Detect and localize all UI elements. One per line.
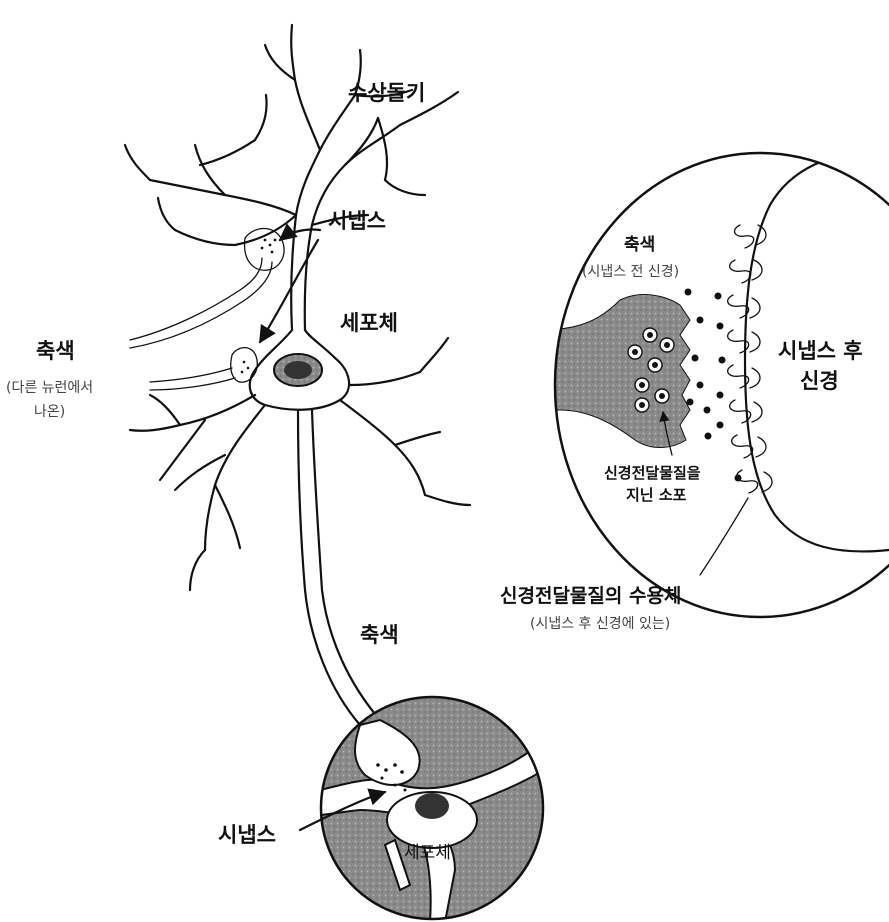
label-receptor: 신경전달물질의 수용체 bbox=[500, 585, 681, 607]
label-synapse-top: 시냅스 bbox=[328, 209, 386, 233]
label-cell-body-bottom: 세포체 bbox=[404, 843, 451, 863]
nucleus-bottom bbox=[415, 793, 449, 819]
incoming-axon-2 bbox=[150, 368, 232, 382]
label-cell-body-top: 세포체 bbox=[340, 311, 398, 335]
label-vesicle-1: 신경전달물질을 bbox=[604, 464, 701, 482]
synapse-arrow-2 bbox=[260, 240, 318, 342]
label-receptor-sub: (시냅스 후 신경에 있는) bbox=[530, 616, 670, 632]
label-axon-bottom: 축색 bbox=[360, 623, 399, 647]
label-post-neuron-1: 시냅스 후 bbox=[778, 339, 863, 363]
label-synapse-bottom: 시냅스 bbox=[218, 823, 276, 847]
label-vesicle-2: 지닌 소포 bbox=[626, 486, 687, 504]
label-axon-left: 축색 bbox=[36, 339, 75, 363]
synaptic-bouton-2 bbox=[231, 348, 258, 383]
label-post-neuron-2: 신경 bbox=[800, 369, 839, 393]
label-dendrite: 수상돌기 bbox=[348, 81, 425, 105]
label-axon-left-sub1: (다른 뉴런에서 bbox=[6, 380, 93, 396]
label-axon-zoom-sub: (시냅스 전 신경) bbox=[582, 264, 679, 280]
label-axon-left-sub2: 나온) bbox=[34, 404, 65, 420]
label-axon-zoom: 축색 bbox=[624, 235, 655, 255]
main-neuron bbox=[125, 25, 470, 725]
bottom-synapse-zoom bbox=[300, 697, 560, 922]
dendrites bbox=[125, 25, 458, 330]
synapse-arrow-1 bbox=[280, 229, 320, 240]
